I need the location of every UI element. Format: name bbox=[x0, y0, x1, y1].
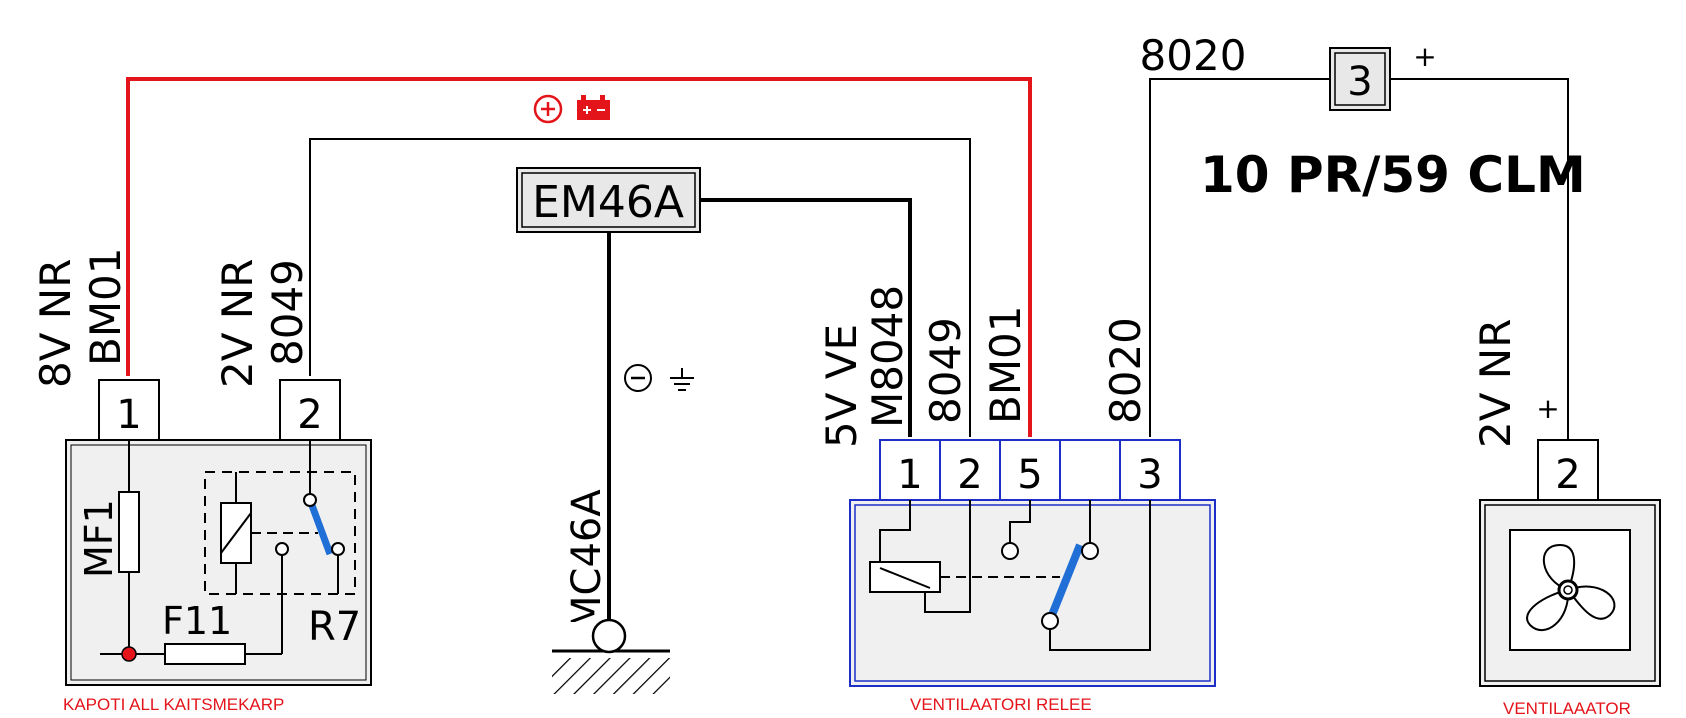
relay-caption: VENTILAATORI RELEE bbox=[910, 695, 1092, 714]
wire-8020 bbox=[1149, 78, 1330, 437]
relay-wire-bm01: BM01 bbox=[981, 306, 1030, 425]
fuse-conn-1-pin: 1 bbox=[116, 392, 141, 438]
chassis-ground-icon bbox=[552, 618, 670, 694]
fuse-conn-2-pin: 2 bbox=[297, 392, 322, 438]
ground-point-label: EM46A bbox=[532, 177, 684, 228]
harness-code: 10 PR/59 CLM bbox=[1200, 146, 1586, 204]
fan-caption: VENTILAAATOR bbox=[1503, 699, 1631, 718]
relay-wire-m8048: M8048 bbox=[863, 285, 912, 428]
relay-pin-1: 1 bbox=[897, 452, 922, 498]
fan-conn-label: 2V NR bbox=[1471, 319, 1520, 448]
fuse-mf1-label: MF1 bbox=[77, 499, 121, 578]
fuse-box-caption: KAPOTI ALL KAITSMEKARP bbox=[63, 695, 284, 714]
fuse-conn-1-label: 8V NR bbox=[31, 259, 80, 388]
wire-8049 bbox=[309, 138, 971, 437]
relay-pin-5: 5 bbox=[1017, 452, 1042, 498]
wire-code-top-right: 8020 bbox=[1140, 31, 1247, 80]
relay-wire-8049: 8049 bbox=[921, 317, 970, 424]
negative-ground-icon bbox=[624, 364, 694, 392]
fuse-f11-label: F11 bbox=[162, 599, 232, 643]
wire-m8048 bbox=[700, 198, 912, 437]
battery-positive-icon bbox=[533, 94, 610, 124]
wire-8020-fan bbox=[1390, 78, 1569, 440]
fan-conn-polarity: + bbox=[1536, 392, 1559, 425]
relay-wire-8020: 8020 bbox=[1101, 317, 1150, 424]
fuse-conn-2-code: 8049 bbox=[263, 259, 312, 366]
ground-wire-label: MC46A bbox=[564, 489, 610, 630]
fan-icon bbox=[1526, 543, 1616, 631]
fan-conn-pin: 2 bbox=[1555, 452, 1580, 498]
fuse-conn-2-label: 2V NR bbox=[213, 259, 262, 388]
relay-conn-label: 5V VE bbox=[817, 324, 866, 448]
fuse-conn-1-code: BM01 bbox=[81, 248, 130, 367]
relay-pin-3: 3 bbox=[1137, 452, 1162, 498]
wire-bm01-positive bbox=[126, 77, 1032, 437]
relay-pin-2: 2 bbox=[957, 452, 982, 498]
splice-number: 3 bbox=[1347, 59, 1372, 105]
splice-polarity: + bbox=[1413, 40, 1436, 73]
relay-r7-label: R7 bbox=[308, 604, 361, 650]
